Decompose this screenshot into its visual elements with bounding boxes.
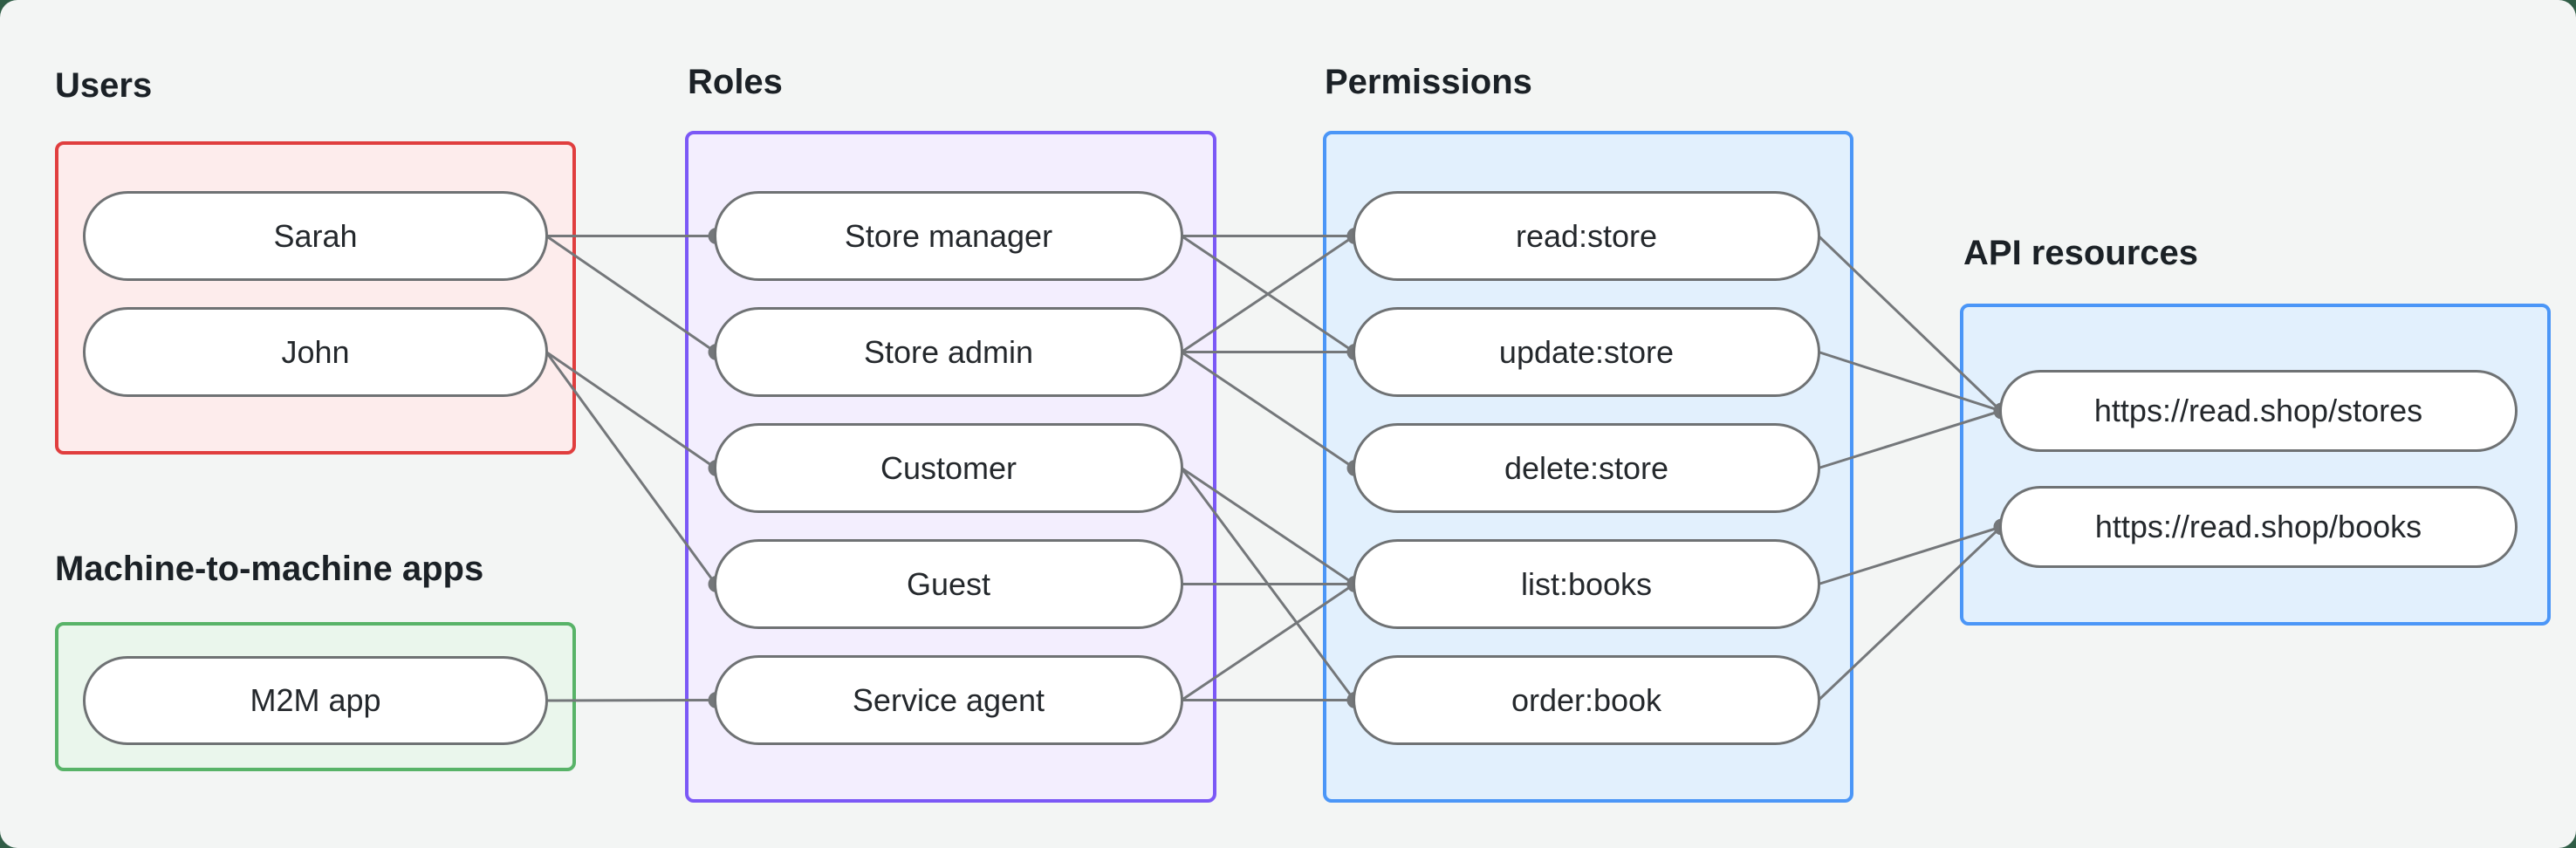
role-node-store-admin: Store admin: [714, 307, 1183, 397]
api-node-stores: https://read.shop/stores: [1999, 370, 2518, 452]
role-node-guest: Guest: [714, 539, 1183, 629]
api-resources-group-title: API resources: [1963, 234, 2199, 272]
api-resources-group-box: [1960, 304, 2551, 626]
role-node-store-manager: Store manager: [714, 191, 1183, 281]
permission-node-list-books: list:books: [1353, 539, 1820, 629]
api-node-books: https://read.shop/books: [1999, 486, 2518, 568]
users-group-box: [55, 141, 576, 455]
permissions-group-title: Permissions: [1325, 63, 1532, 101]
users-group-title: Users: [55, 66, 153, 105]
role-node-customer: Customer: [714, 423, 1183, 513]
permission-node-order-book: order:book: [1353, 655, 1820, 745]
m2m-app-node: M2M app: [83, 656, 548, 745]
permission-node-update-store: update:store: [1353, 307, 1820, 397]
permission-node-delete-store: delete:store: [1353, 423, 1820, 513]
permission-node-read-store: read:store: [1353, 191, 1820, 281]
roles-group-title: Roles: [688, 63, 783, 101]
m2m-group-title: Machine-to-machine apps: [55, 550, 484, 588]
user-node-john: John: [83, 307, 548, 397]
role-node-service-agent: Service agent: [714, 655, 1183, 745]
user-node-sarah: Sarah: [83, 191, 548, 281]
